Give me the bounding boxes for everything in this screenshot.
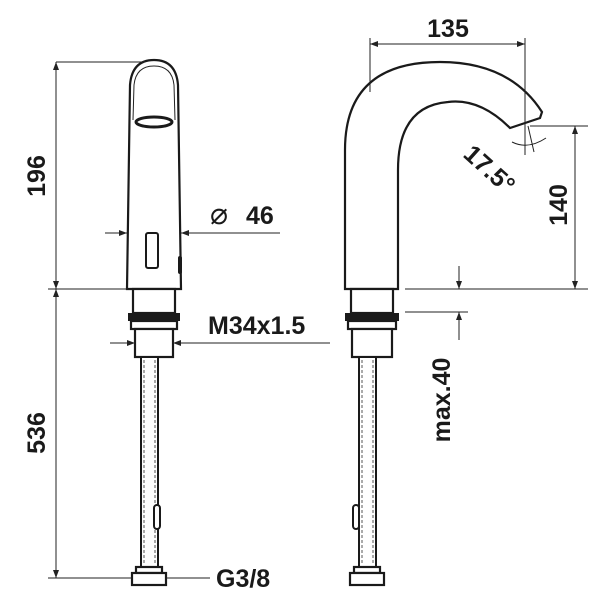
dimension-536: 536 — [23, 412, 51, 454]
side-view — [343, 60, 544, 587]
o-ring — [128, 313, 180, 321]
dimension-135: 135 — [427, 15, 469, 43]
spout-outlet — [134, 115, 174, 129]
front-view — [125, 58, 183, 587]
dimension-196: 196 — [23, 155, 51, 197]
dimension-max40: max.40 — [428, 358, 456, 443]
side-spout — [343, 60, 544, 291]
dimension-m34: M34x1.5 — [208, 312, 305, 340]
sensor-window — [145, 232, 159, 269]
dimension-46: 46 — [246, 202, 274, 230]
dimension-angle: 17.5° — [458, 140, 520, 200]
diameter-symbol: ⌀ — [210, 198, 228, 231]
dimension-g38: G3/8 — [216, 565, 270, 593]
dimension-140: 140 — [545, 184, 573, 226]
